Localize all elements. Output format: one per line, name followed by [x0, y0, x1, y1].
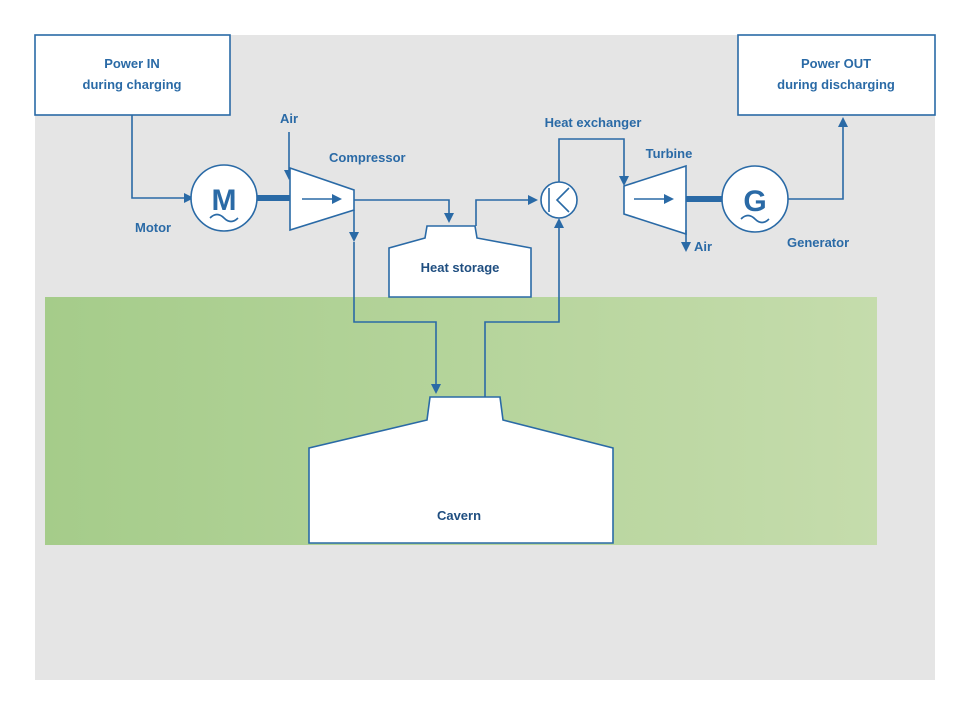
- cavern-label: Cavern: [437, 508, 481, 523]
- power-out-label-line2: during discharging: [777, 77, 895, 92]
- motor-label: Motor: [135, 220, 171, 235]
- power-in-label-line2: during charging: [83, 77, 182, 92]
- generator-ac-wave: [740, 214, 770, 224]
- power-in-box: Power IN during charging: [34, 34, 231, 116]
- cavern: Cavern: [308, 396, 614, 544]
- arrow-up-into-exchanger: [554, 218, 564, 228]
- power-in-label-line1: Power IN: [104, 56, 160, 71]
- compressor-to-cavern-line: [353, 242, 437, 384]
- motor-ac-wave: [209, 213, 239, 223]
- heat-exchanger: [540, 181, 578, 219]
- compressor-label: Compressor: [329, 150, 406, 165]
- compressor-down-arrow: [349, 232, 359, 242]
- arrow-into-power-out: [838, 117, 848, 127]
- exchanger-to-turbine-line: [558, 138, 625, 182]
- motor-symbol: M: [212, 184, 237, 217]
- arrow-into-motor: [184, 193, 194, 203]
- heat-storage-to-exchanger-line: [475, 199, 528, 226]
- heat-exchanger-label: Heat exchanger: [545, 115, 642, 130]
- motor: M: [190, 164, 258, 232]
- generator-symbol: G: [743, 185, 766, 218]
- generator-label: Generator: [787, 235, 849, 250]
- power-in-line: [131, 115, 185, 199]
- power-out-label-line1: Power OUT: [801, 56, 871, 71]
- arrow-into-cavern: [431, 384, 441, 394]
- cavern-to-exchanger-line: [484, 228, 560, 397]
- generator-to-power-out-line: [788, 127, 844, 200]
- air-in-label: Air: [280, 111, 298, 126]
- air-out-arrow: [681, 242, 691, 252]
- arrow-into-heat-exchanger: [528, 195, 538, 205]
- generator: G: [721, 165, 789, 233]
- heat-storage-label: Heat storage: [421, 260, 500, 275]
- heat-storage: Heat storage: [388, 225, 532, 298]
- air-out-label: Air: [694, 239, 712, 254]
- compressor-to-heat-storage-line: [354, 199, 450, 213]
- turbine-label: Turbine: [646, 146, 693, 161]
- arrow-into-heat-storage: [444, 213, 454, 223]
- power-out-box: Power OUT during discharging: [737, 34, 936, 116]
- arrow-into-turbine: [619, 176, 629, 186]
